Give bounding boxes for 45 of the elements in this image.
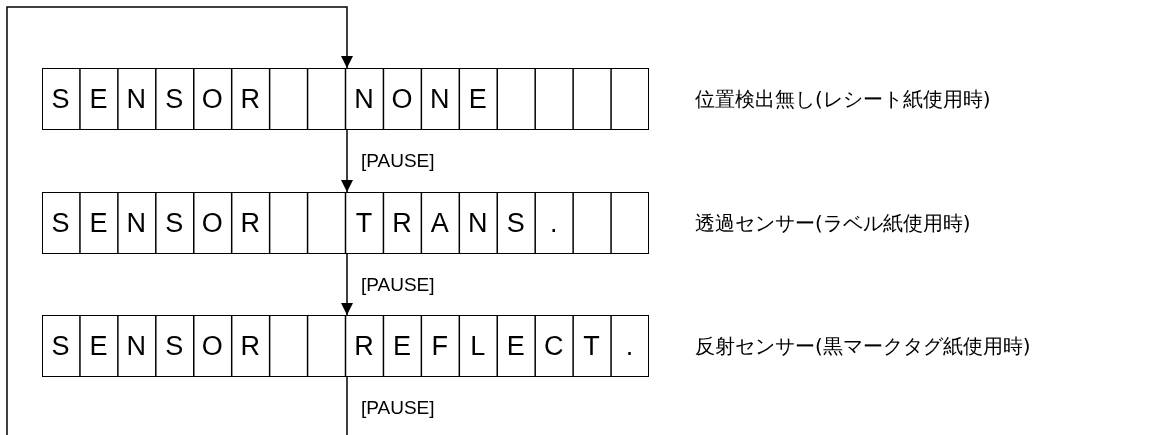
display-character: S (505, 206, 526, 240)
display-character: N (125, 329, 148, 363)
display-character: S (50, 329, 71, 363)
display-character: E (88, 82, 109, 116)
display-row (42, 192, 649, 254)
display-character: A (429, 206, 450, 240)
display-character: . (624, 329, 635, 363)
display-character: S (164, 82, 185, 116)
arrow (6, 6, 353, 435)
description-text: 位置検出無し(レシート紙使用時) (695, 85, 991, 113)
display-character: O (200, 206, 224, 240)
display-character: R (391, 206, 413, 240)
display-character: N (467, 206, 489, 240)
display-character: C (542, 329, 565, 363)
display-character: E (467, 82, 488, 116)
display-character: E (88, 206, 109, 240)
display-character: . (548, 206, 559, 240)
display-character: R (239, 82, 261, 116)
display-character: R (239, 329, 261, 363)
display-character: S (50, 82, 71, 116)
description-text: 透過センサー(ラベル紙使用時) (695, 209, 971, 237)
display-character: T (354, 206, 374, 240)
display-character: S (50, 206, 71, 240)
display-character: S (164, 329, 185, 363)
display-character: E (505, 329, 526, 363)
display-character: E (391, 329, 412, 363)
display-character: R (239, 206, 261, 240)
display-character: N (125, 206, 148, 240)
display-character: N (125, 82, 148, 116)
arrow (341, 253, 353, 316)
display-character: T (582, 329, 601, 363)
description-text: 反射センサー(黒マークタグ紙使用時) (695, 332, 1031, 360)
display-character: S (164, 206, 185, 240)
display-character: O (390, 82, 414, 116)
display-character: F (430, 329, 450, 363)
display-character: E (88, 329, 109, 363)
arrow (341, 129, 353, 193)
display-character: O (200, 329, 224, 363)
display-character: R (353, 329, 375, 363)
display-character: O (200, 82, 224, 116)
display-character: N (429, 82, 451, 116)
display-character: N (353, 82, 375, 116)
display-row (42, 315, 649, 377)
display-row (42, 68, 649, 130)
display-character: L (469, 329, 487, 363)
